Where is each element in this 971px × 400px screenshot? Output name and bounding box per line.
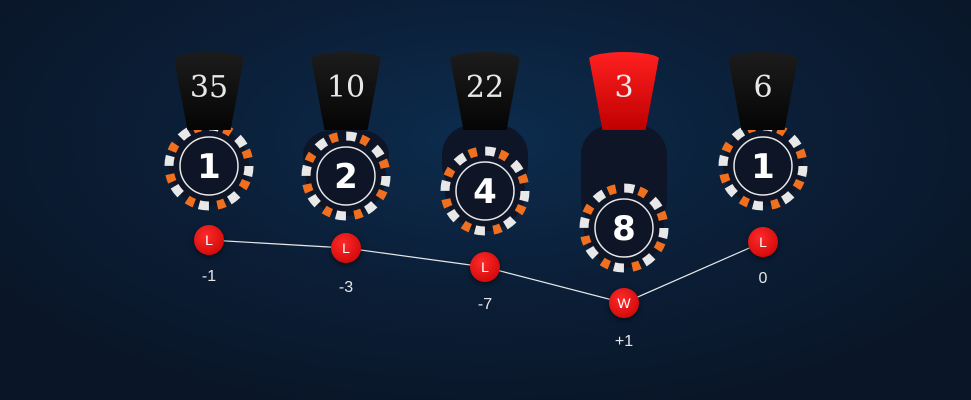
balance-1: -1 [201, 268, 217, 285]
bet-2: 2 [334, 157, 358, 197]
bet-3: 4 [473, 172, 497, 212]
odds-value: 35 [189, 70, 229, 105]
result-dot-2: L [331, 233, 361, 263]
odds-value: 6 [753, 70, 773, 105]
balance-3: -7 [477, 296, 493, 313]
result-dot-3: L [470, 252, 500, 282]
odds-cup-1: 35 [173, 52, 245, 130]
bet-4: 8 [612, 209, 636, 249]
result-dot-4: W [609, 288, 639, 318]
bet-5: 1 [751, 147, 775, 187]
result-dot-1: L [194, 225, 224, 255]
bet-1: 1 [197, 147, 221, 187]
balance-2: -3 [338, 279, 354, 296]
balance-5: 0 [758, 270, 768, 287]
odds-value: 3 [614, 70, 634, 105]
odds-value: 22 [465, 70, 505, 105]
result-dot-5: L [748, 227, 778, 257]
balance-4: +1 [614, 333, 634, 350]
odds-cup-3: 22 [449, 52, 521, 130]
odds-value: 10 [326, 70, 366, 105]
